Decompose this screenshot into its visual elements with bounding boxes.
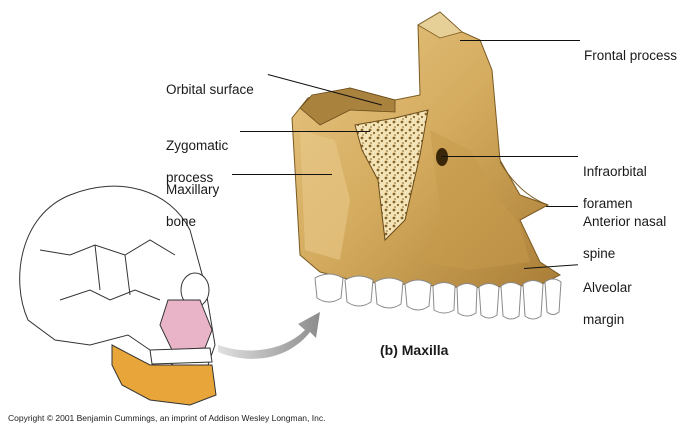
pointer-arrow [218,312,320,359]
label-anterior-nasal-spine: Anterior nasal spine [583,214,667,261]
leader-maxillary-bone [232,174,332,175]
label-alveolar-margin: Alveolar margin [583,280,632,327]
figure-caption: (b) Maxilla [380,342,449,358]
infraorbital-foramen-hole [436,148,448,166]
leader-frontal-process [460,40,580,41]
label-maxillary-bone: Maxillary bone [166,182,220,229]
leader-anterior-nasal-spine [546,206,578,207]
skull-inset [19,185,217,406]
leader-infraorbital-foramen [442,156,578,157]
leader-zygomatic-process [240,131,370,132]
label-orbital-surface: Orbital surface [166,82,254,97]
label-infraorbital-foramen: Infraorbital foramen [583,164,647,211]
maxilla-bone [291,11,562,289]
upper-teeth [314,273,562,320]
label-zygomatic-process: Zygomatic process [166,138,229,185]
copyright-notice: Copyright © 2001 Benjamin Cummings, an i… [8,413,326,423]
label-frontal-process: Frontal process [584,48,678,63]
